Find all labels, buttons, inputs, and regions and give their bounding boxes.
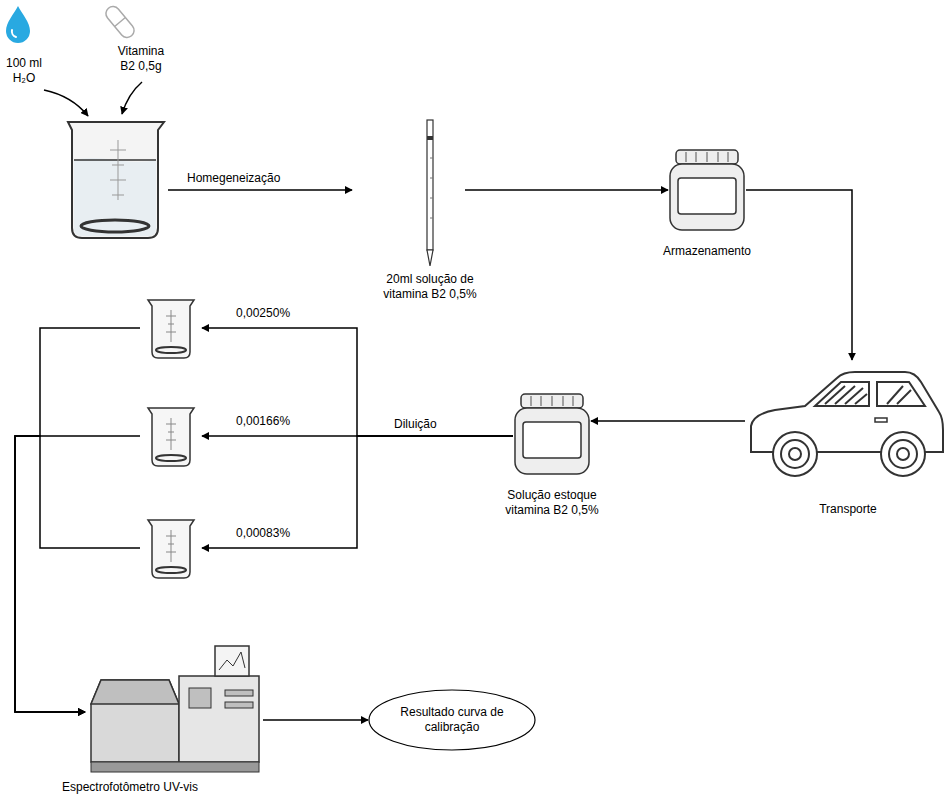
water-drop-icon: 100 ml H₂O (4, 4, 32, 44)
transport-car: Transporte (745, 360, 945, 480)
concentration-label: 0,00083% (236, 526, 316, 541)
stock-jar-drawing (513, 392, 591, 480)
icon-label: 100 ml H₂O (2, 56, 46, 86)
result-ellipse: Resultado curva de calibração (368, 689, 536, 751)
concentration-label: 0,00250% (236, 306, 316, 321)
capsule-icon: Vitamina B2 0,5g (102, 2, 138, 42)
icon-label: Solução estoque vitamina B2 0,5% (487, 488, 617, 518)
capsule-icon-drawing (102, 2, 138, 42)
transport-car-drawing (745, 360, 945, 480)
icon-label: Vitamina B2 0,5g (110, 44, 172, 74)
edge-label: Diluição (392, 417, 439, 431)
dilution-beaker-drawing (140, 516, 202, 580)
flow-arrow (202, 328, 513, 436)
flow-arrow (15, 436, 140, 712)
mixing-beaker (68, 122, 164, 238)
concentration-label: 0,00166% (236, 414, 316, 429)
flow-arrow (202, 436, 513, 548)
spectrophotometer-drawing (85, 640, 263, 776)
dilution-beaker: 0,00083% (140, 516, 202, 580)
flow-arrow (15, 436, 140, 712)
pipette-icon: 20ml solução de vitamina B2 0,5% (395, 118, 465, 268)
icon-label: Transporte (798, 502, 898, 517)
water-drop-icon-drawing (4, 4, 32, 44)
flow-arrow (746, 190, 852, 360)
dilution-beaker: 0,00250% (140, 296, 202, 360)
flow-arrow (465, 189, 668, 191)
icon-label: 20ml solução de vitamina B2 0,5% (365, 272, 495, 302)
pipette-icon-drawing (395, 118, 465, 268)
spectrophotometer: Espectrofotômetro UV-vis (85, 640, 263, 776)
input-arrow (44, 82, 352, 190)
flow-arrow (591, 420, 745, 422)
storage-jar: Armazenamento (668, 148, 746, 232)
flow-arrow (15, 328, 140, 712)
dilution-beaker-drawing (140, 296, 202, 360)
dilution-beaker-drawing (140, 404, 202, 468)
step-label: Homegeneização (185, 171, 282, 185)
storage-jar-drawing (668, 148, 746, 232)
icon-label: Armazenamento (652, 244, 762, 259)
dilution-beaker: 0,00166% (140, 404, 202, 468)
icon-label: Espectrofotômetro UV-vis (35, 780, 225, 795)
node-text: Resultado curva de calibração (387, 705, 517, 735)
stock-jar: Solução estoque vitamina B2 0,5% (513, 392, 591, 480)
flow-arrow (263, 719, 368, 721)
